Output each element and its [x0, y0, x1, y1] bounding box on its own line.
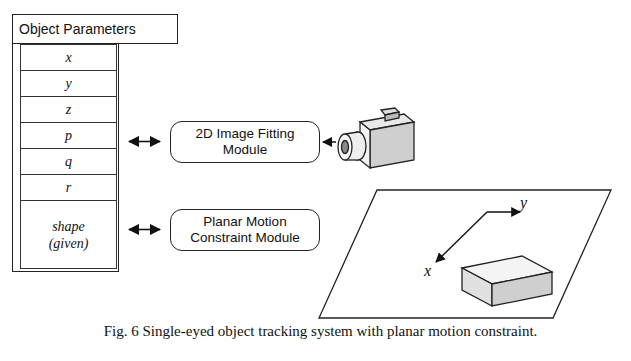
- parameter-cell: x: [20, 44, 117, 71]
- axis-label: y: [520, 194, 527, 212]
- parameter-cell: r: [20, 174, 117, 201]
- node-text: 2D Image Fitting Module: [179, 126, 311, 158]
- figure-caption: Fig. 6 Single-eyed object tracking syste…: [48, 322, 593, 341]
- x-axis: [436, 212, 487, 262]
- double-arrow: [129, 229, 160, 231]
- node-text: q: [65, 153, 72, 170]
- node-text: p: [65, 127, 72, 144]
- table-heading: Object Parameters: [12, 14, 178, 44]
- parameter-table: Object Parametersxyzpqrshape (given): [12, 14, 119, 272]
- parameter-cell: z: [20, 96, 117, 123]
- camera-icon: [338, 108, 414, 168]
- parameter-cell: p: [20, 122, 117, 149]
- y-axis: [487, 211, 520, 212]
- parameter-cell: y: [20, 70, 117, 97]
- node-text: shape (given): [41, 218, 97, 252]
- axis-label: x: [424, 262, 431, 280]
- node-text: x: [65, 49, 71, 66]
- node-text: z: [66, 101, 71, 118]
- object-box: [462, 256, 552, 306]
- parameter-cell: q: [20, 148, 117, 175]
- double-arrow: [129, 141, 160, 143]
- node-text: y: [65, 75, 71, 92]
- module-box: 2D Image Fitting Module: [170, 121, 320, 163]
- node-text: Planar Motion Constraint Module: [179, 214, 311, 246]
- node-text: r: [66, 179, 71, 196]
- parameter-cell: shape (given): [20, 200, 117, 269]
- module-box: Planar Motion Constraint Module: [170, 209, 320, 251]
- plane: [319, 190, 611, 318]
- image-arrow: [323, 141, 336, 143]
